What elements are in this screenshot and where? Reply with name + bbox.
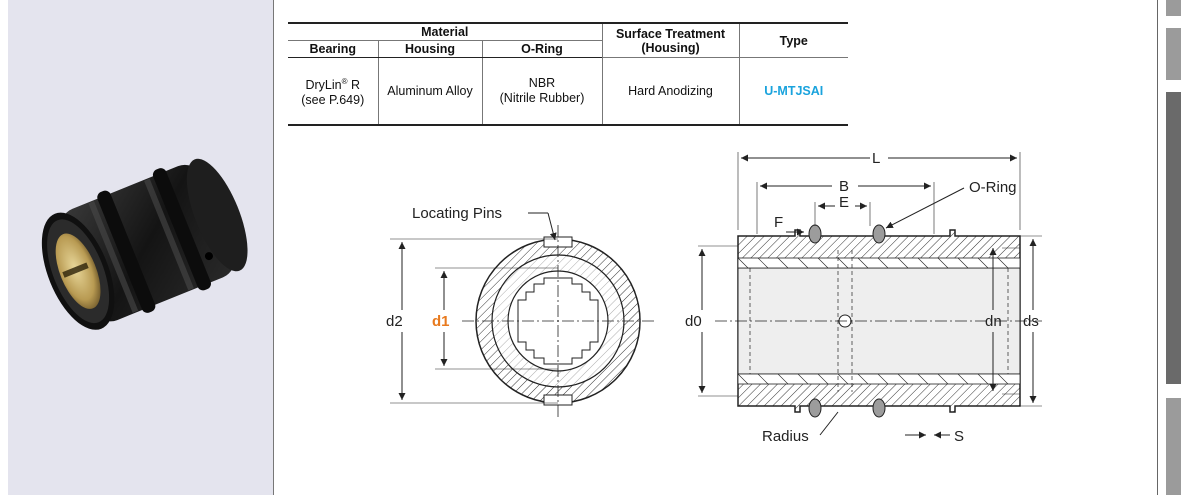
label-d0: d0 bbox=[685, 313, 702, 330]
header-bearing: Bearing bbox=[288, 40, 379, 58]
front-view bbox=[390, 212, 654, 418]
side-view bbox=[698, 152, 1042, 439]
header-material: Material bbox=[288, 22, 603, 41]
label-B: B bbox=[839, 178, 849, 195]
label-locating-pins: Locating Pins bbox=[412, 205, 502, 222]
side-tab-active[interactable] bbox=[1166, 92, 1181, 384]
label-L: L bbox=[872, 150, 880, 167]
label-F: F bbox=[774, 214, 783, 231]
cell-housing: Aluminum Alloy bbox=[378, 57, 483, 126]
side-tab-4[interactable] bbox=[1166, 398, 1181, 495]
label-S: S bbox=[954, 428, 964, 445]
type-code-link[interactable]: U-MTJSAI bbox=[739, 57, 848, 126]
label-ds: ds bbox=[1023, 313, 1039, 330]
header-housing: Housing bbox=[378, 40, 483, 58]
label-o-ring: O-Ring bbox=[969, 179, 1017, 196]
label-E: E bbox=[839, 194, 849, 211]
header-type: Type bbox=[739, 22, 848, 58]
header-surface-treatment: Surface Treatment(Housing) bbox=[602, 22, 740, 58]
label-d2: d2 bbox=[386, 313, 403, 330]
bushing-photo bbox=[41, 158, 248, 330]
cell-surface-treatment: Hard Anodizing bbox=[602, 57, 740, 126]
label-dn: dn bbox=[985, 313, 1002, 330]
specification-table: Material Surface Treatment(Housing) Type… bbox=[288, 22, 848, 126]
product-photo-panel bbox=[8, 0, 274, 495]
header-o-ring: O-Ring bbox=[482, 40, 603, 58]
label-radius: Radius bbox=[762, 428, 809, 445]
cell-o-ring: NBR(Nitrile Rubber) bbox=[482, 57, 603, 126]
technical-drawing: Locating Pins d2 d1 bbox=[386, 150, 1042, 445]
side-tab-2[interactable] bbox=[1166, 28, 1181, 80]
cell-bearing: DryLin® R (see P.649) bbox=[288, 57, 379, 126]
side-tab-1[interactable] bbox=[1166, 0, 1181, 16]
label-d1: d1 bbox=[432, 313, 450, 330]
